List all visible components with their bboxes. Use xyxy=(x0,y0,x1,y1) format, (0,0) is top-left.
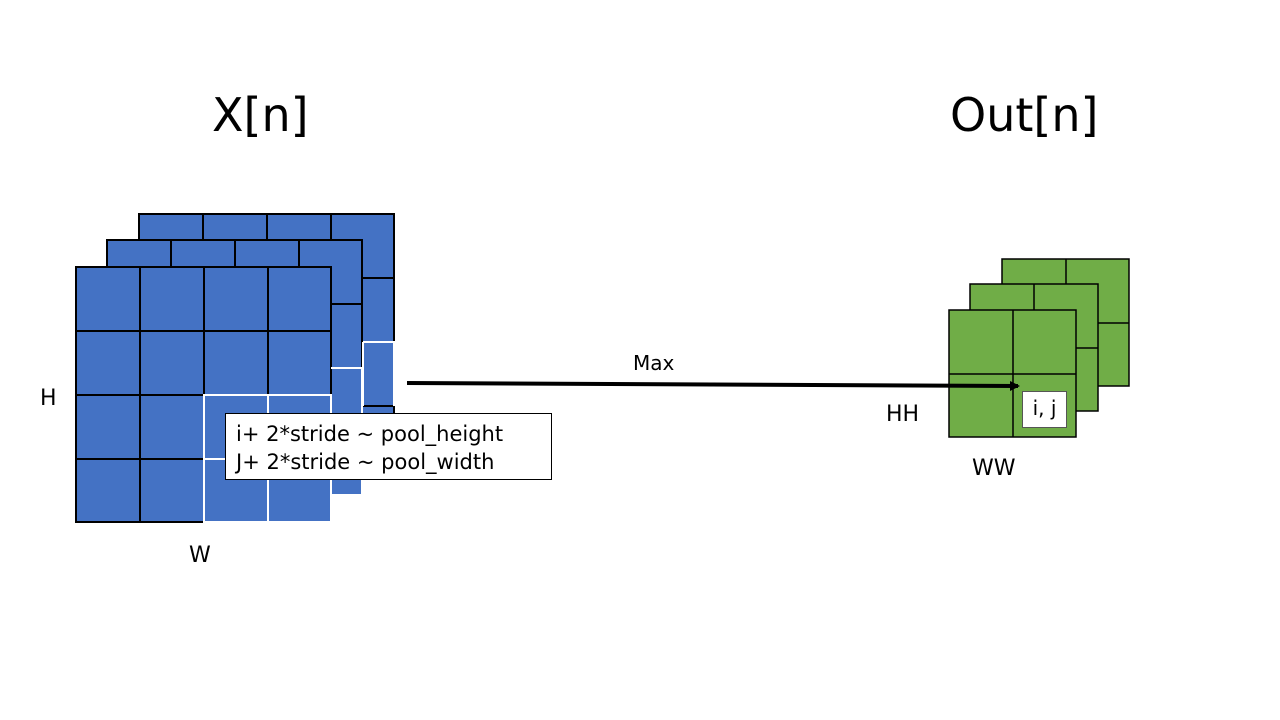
input-title: X[n] xyxy=(212,88,309,142)
output-cell-label: i, j xyxy=(1022,391,1067,428)
max-arrow xyxy=(406,380,1020,391)
out-width-label: WW xyxy=(972,456,1016,481)
pool-formula-box: i+ 2*stride ~ pool_height J+ 2*stride ~ … xyxy=(225,413,552,480)
height-label: H xyxy=(40,386,57,411)
formula-line-height: i+ 2*stride ~ pool_height xyxy=(236,422,504,446)
out-height-label: HH xyxy=(886,402,920,427)
output-title: Out[n] xyxy=(950,88,1099,142)
formula-line-width: J+ 2*stride ~ pool_width xyxy=(236,450,495,474)
max-label: Max xyxy=(633,351,675,375)
width-label: W xyxy=(189,543,211,568)
